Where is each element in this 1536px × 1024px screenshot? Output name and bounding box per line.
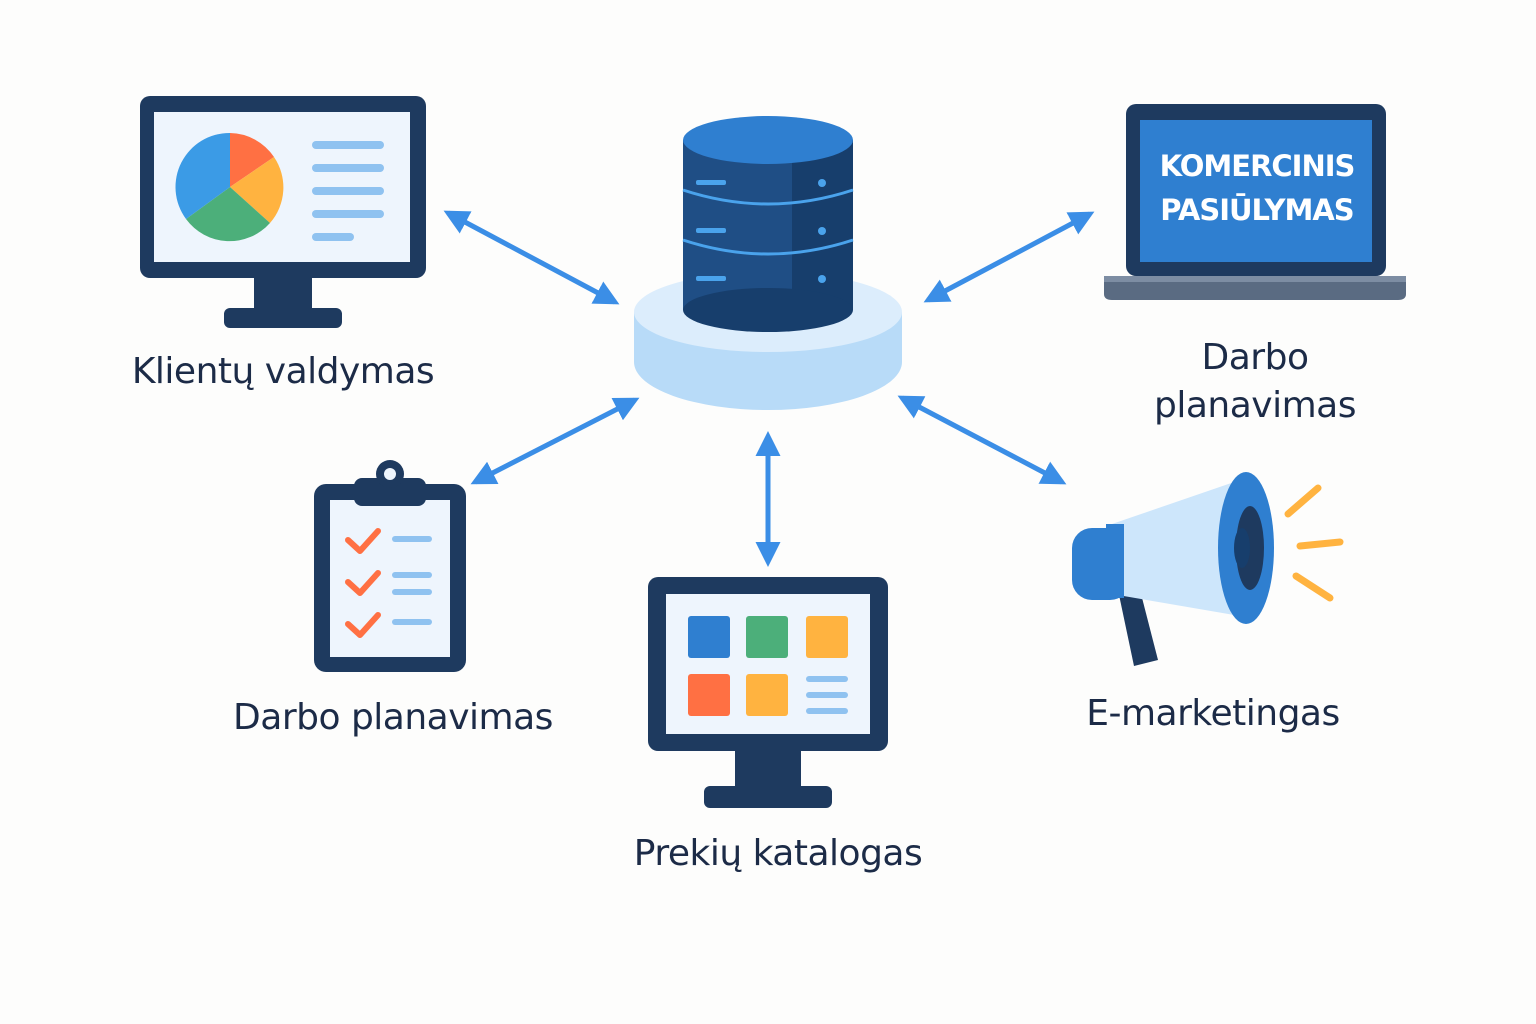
connector-arrows — [443, 210, 1095, 567]
label-clients: Klientų valdymas — [131, 351, 435, 392]
database-server-icon — [634, 116, 902, 410]
label-offer: Darbo planavimas — [1154, 337, 1356, 426]
label-catalog: Prekių katalogas — [633, 833, 923, 874]
arrow-offer — [923, 211, 1095, 303]
monitor-grid-icon — [648, 577, 888, 808]
label-emarketing: E-marketingas — [1086, 693, 1340, 734]
arrow-emarketing — [897, 395, 1067, 485]
offer-screen-text: KOMERCINIS PASIŪLYMAS — [1159, 149, 1356, 227]
arrow-clients — [443, 210, 620, 305]
laptop-icon — [1104, 104, 1406, 300]
arrow-planning — [470, 397, 640, 485]
monitor-pie-chart-icon — [140, 96, 426, 328]
label-planning: Darbo planavimas — [233, 697, 553, 738]
megaphone-icon — [1072, 472, 1344, 666]
clipboard-checklist-icon — [314, 460, 466, 672]
